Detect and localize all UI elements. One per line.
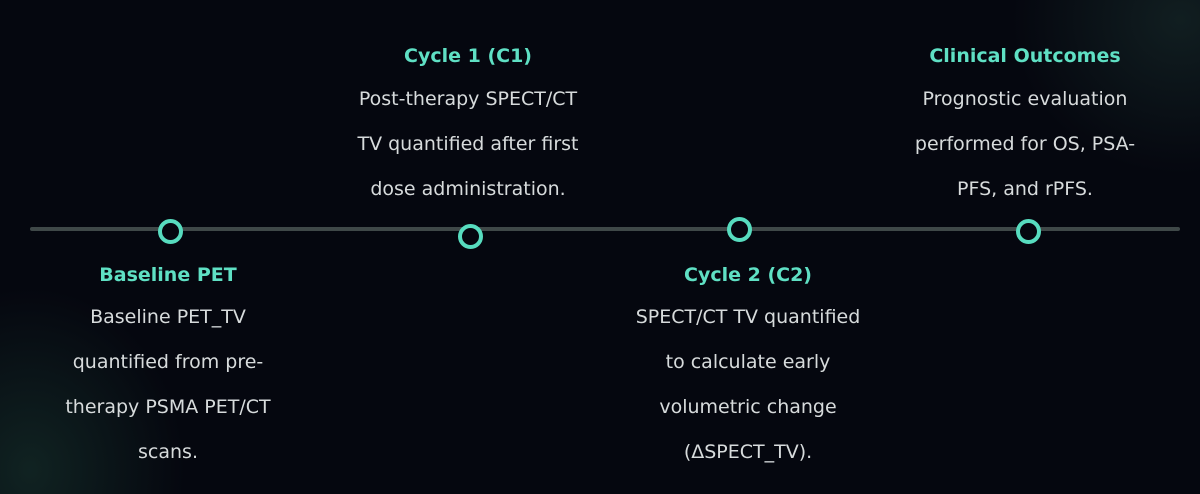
description-line: Post-therapy SPECT/CT bbox=[358, 88, 578, 110]
milestone-node-cycle-1 bbox=[458, 224, 483, 249]
milestone-cycle-1: Cycle 1 (C1) Post-therapy SPECT/CT TV qu… bbox=[318, 43, 618, 212]
milestone-description: Baseline PET_TV quantified from pre- the… bbox=[18, 295, 318, 475]
milestone-description: Prognostic evaluation performed for OS, … bbox=[875, 77, 1175, 212]
description-line: dose administration. bbox=[370, 178, 566, 200]
description-line: performed for OS, PSA- bbox=[914, 133, 1136, 155]
description-line: TV quantified after first bbox=[357, 133, 579, 155]
description-line: quantified from pre- bbox=[72, 351, 264, 373]
description-line: Baseline PET_TV bbox=[90, 306, 246, 328]
milestone-cycle-2: Cycle 2 (C2) SPECT/CT TV quantified to c… bbox=[598, 262, 898, 475]
timeline-axis bbox=[30, 227, 1180, 231]
description-line: SPECT/CT TV quantified bbox=[635, 306, 861, 328]
milestone-description: SPECT/CT TV quantified to calculate earl… bbox=[598, 295, 898, 475]
description-line: scans. bbox=[138, 441, 198, 463]
description-line: to calculate early bbox=[665, 351, 831, 373]
milestone-title: Cycle 1 (C1) bbox=[404, 45, 532, 67]
description-line: therapy PSMA PET/CT bbox=[65, 396, 271, 418]
milestone-node-baseline bbox=[158, 219, 183, 244]
description-line: volumetric change bbox=[659, 396, 837, 418]
milestone-node-cycle-2 bbox=[727, 217, 752, 242]
description-line: Prognostic evaluation bbox=[922, 88, 1128, 110]
milestone-title: Cycle 2 (C2) bbox=[684, 264, 812, 286]
milestone-title: Clinical Outcomes bbox=[929, 45, 1121, 67]
milestone-outcomes: Clinical Outcomes Prognostic evaluation … bbox=[875, 43, 1175, 212]
milestone-node-outcomes bbox=[1016, 219, 1041, 244]
description-line: (ΔSPECT_TV). bbox=[683, 441, 813, 463]
milestone-title: Baseline PET bbox=[99, 264, 237, 286]
milestone-baseline: Baseline PET Baseline PET_TV quantified … bbox=[18, 262, 318, 475]
description-line: PFS, and rPFS. bbox=[957, 178, 1093, 200]
milestone-description: Post-therapy SPECT/CT TV quantified afte… bbox=[318, 77, 618, 212]
